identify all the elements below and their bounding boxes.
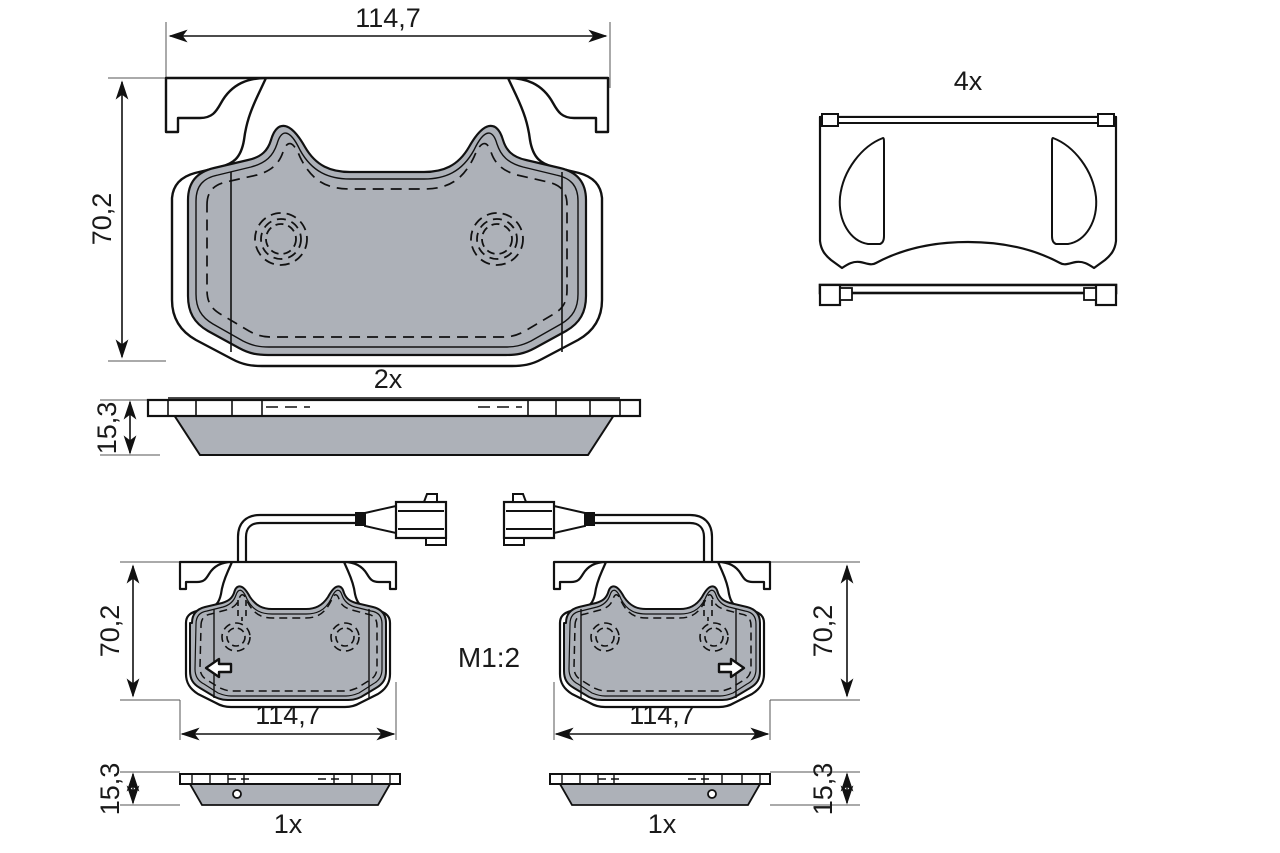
main-pad-width-label: 114,7 — [355, 3, 421, 33]
scale-label: M1:2 — [458, 642, 520, 673]
main-pad-quantity-label: 2x — [374, 364, 403, 394]
left-pad-direction-arrow-icon — [204, 657, 233, 679]
shim-edge-view — [818, 283, 1118, 307]
main-pad-side-backing-strip — [146, 398, 642, 418]
main-pad-height-label: 70,2 — [87, 193, 117, 246]
main-pad-hole-right — [470, 212, 524, 266]
right-pad-wear-sensor-cable — [593, 513, 714, 600]
shim-edge-step-left — [839, 287, 853, 301]
left-pad-thickness-dimension: 15,3 — [95, 763, 140, 816]
main-pad-height-dimension: 70,2 — [87, 80, 129, 359]
left-pad-hole-left — [221, 622, 251, 652]
right-pad-hole-right — [699, 622, 729, 652]
right-pad-connector-ribs — [506, 510, 552, 530]
left-pad-side-sensor-hole — [232, 789, 242, 799]
main-pad-thickness-dimension: 15,3 — [92, 400, 137, 455]
main-pad-section-lines — [230, 172, 563, 352]
main-pad-inner-outline — [195, 132, 579, 348]
main-pad-side-ticks — [167, 400, 621, 416]
left-pad-friction-material — [189, 585, 387, 701]
shim-cutout-left — [838, 136, 885, 245]
right-pad-inner-outline — [568, 589, 757, 697]
left-pad-connector-latch — [422, 493, 438, 503]
left-pad-height-dimension: 70,2 — [95, 564, 140, 698]
shim-top-bar — [819, 116, 1117, 124]
right-pad-friction-material — [563, 585, 761, 701]
left-pad-connector-tail — [425, 537, 447, 546]
right-pad-height-dimension: 70,2 — [808, 564, 854, 698]
main-pad-friction-material — [186, 124, 588, 357]
main-pad-thickness-label: 15,3 — [92, 402, 122, 455]
right-pad-witness-lines — [553, 561, 860, 806]
left-pad-side-backing-strip — [179, 773, 401, 785]
right-pad-cable-ferrule — [585, 512, 595, 526]
shim-cutout-right — [1051, 136, 1098, 245]
right-pad-sensor-probe-dashed — [703, 600, 713, 621]
right-sensor-pad-view: 70,2 15,3 114,7 — [502, 493, 860, 839]
right-pad-connector-body — [502, 500, 556, 540]
right-pad-height-label: 70,2 — [808, 605, 838, 658]
left-pad-hole-right — [330, 622, 360, 652]
shim-edge-step-right — [1083, 287, 1097, 301]
left-pad-cable-ferrule — [355, 512, 365, 526]
shim-edge-bar — [818, 283, 1118, 295]
shim-tab-top-right — [1097, 113, 1115, 127]
left-pad-connector-ribs — [398, 510, 444, 530]
left-sensor-pad-side-view: 1x — [179, 773, 401, 839]
right-pad-direction-arrow-icon — [717, 657, 746, 679]
left-pad-sensor-probe-dashed — [237, 600, 247, 621]
shim-edge-tab-right — [1094, 283, 1118, 307]
left-pad-thickness-label: 15,3 — [95, 763, 125, 816]
left-sensor-pad-view: 70,2 15,3 114,7 — [95, 493, 448, 839]
right-sensor-pad-side-view: 1x — [549, 773, 771, 839]
right-pad-section-lines — [580, 609, 737, 698]
shim-tab-top-left — [821, 113, 839, 127]
main-pad-wear-groove-dashed — [206, 142, 568, 338]
left-pad-connector-body — [394, 500, 448, 540]
right-pad-connector-latch — [512, 493, 528, 503]
main-pad-front-view: 114,7 70,2 2x — [87, 3, 611, 394]
left-pad-side-friction — [188, 783, 392, 806]
left-pad-section-lines — [213, 609, 370, 698]
right-pad-quantity-label: 1x — [648, 809, 677, 839]
main-pad-width-dimension: 114,7 — [168, 3, 608, 43]
shim-plate-outline — [818, 115, 1118, 270]
main-pad-side-view: 15,3 — [92, 397, 642, 456]
shim-plate-view: 4x — [818, 66, 1118, 307]
left-pad-witness-lines — [120, 561, 397, 806]
main-pad-hole-left — [254, 212, 308, 266]
left-pad-quantity-label: 1x — [274, 809, 303, 839]
main-pad-side-friction — [172, 414, 616, 456]
shim-edge-tab-left — [818, 283, 842, 307]
right-pad-side-friction — [558, 783, 762, 806]
left-pad-height-label: 70,2 — [95, 605, 125, 658]
right-pad-connector-tail — [503, 537, 525, 546]
left-pad-inner-outline — [194, 589, 383, 697]
shim-quantity-label: 4x — [954, 66, 983, 96]
right-pad-hole-left — [590, 622, 620, 652]
right-pad-thickness-dimension: 15,3 — [808, 763, 854, 816]
right-pad-side-sensor-hole — [707, 789, 717, 799]
left-pad-wear-sensor-cable — [236, 513, 357, 600]
right-pad-side-backing-strip — [549, 773, 771, 785]
right-pad-thickness-label: 15,3 — [808, 763, 838, 816]
